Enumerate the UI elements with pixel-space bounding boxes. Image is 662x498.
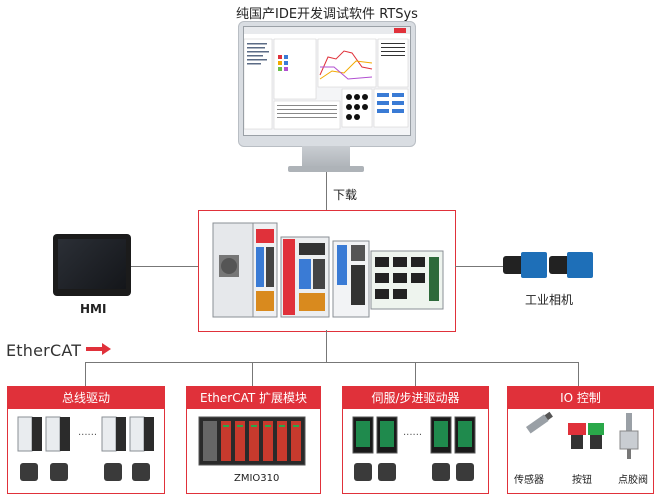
ellipsis: ......	[78, 427, 98, 438]
bus-drives-icon	[17, 416, 154, 481]
diagram-title: 纯国产IDE开发调试软件 RTSys	[236, 7, 418, 22]
panel-io-control: IO 控制 传感器 按钮 点胶阀	[507, 386, 654, 494]
hmi-screen	[58, 239, 126, 289]
ethercat-logo-text: EtherCAT	[6, 341, 82, 360]
io-item-sensor: 传感器	[514, 475, 544, 486]
io-item-button: 按钮	[572, 475, 592, 486]
monitor-base	[288, 166, 364, 172]
hmi-connector	[131, 266, 198, 267]
ellipsis: ......	[403, 427, 423, 438]
panel-title: 伺服/步进驱动器	[343, 387, 488, 409]
panel-bus-drives: 总线驱动 ......	[7, 386, 165, 494]
monitor-stand	[302, 146, 350, 168]
module-caption: ZMIO310	[234, 473, 280, 484]
io-item-valve: 点胶阀	[618, 475, 648, 486]
camera-icon	[503, 252, 593, 278]
panel-title: 总线驱动	[8, 387, 164, 409]
controllers-icon	[212, 222, 444, 318]
hmi-label: HMI	[80, 302, 107, 316]
bus-drop-2	[252, 362, 253, 386]
panel-title: IO 控制	[508, 387, 653, 409]
bus-trunk	[326, 330, 327, 362]
bus-drop-1	[85, 362, 86, 386]
ethercat-logo: EtherCAT	[6, 341, 81, 360]
camera-connector	[455, 266, 503, 267]
panel-title: EtherCAT 扩展模块	[187, 387, 320, 409]
panel-servo-drives: 伺服/步进驱动器 ......	[342, 386, 489, 494]
software-screenshot-icon	[244, 27, 410, 130]
io-module-icon	[198, 416, 306, 466]
panel-ethercat-modules: EtherCAT 扩展模块 ZMIO310	[186, 386, 321, 494]
camera-label: 工业相机	[525, 293, 574, 307]
monitor-screen	[243, 26, 411, 136]
controller-box	[198, 210, 456, 332]
ethercat-arrow-icon	[86, 343, 111, 355]
servo-drives-icon	[352, 416, 476, 481]
download-connector	[326, 172, 327, 210]
bus-line	[85, 362, 578, 363]
bus-drop-4	[578, 362, 579, 386]
io-devices-icon	[526, 411, 639, 459]
download-label: 下载	[333, 188, 358, 202]
bus-drop-3	[415, 362, 416, 386]
